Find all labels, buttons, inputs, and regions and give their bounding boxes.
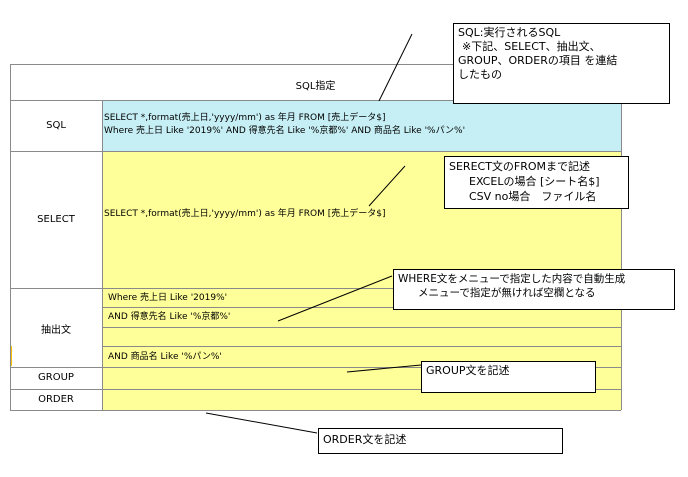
- grid-line: [10, 288, 621, 289]
- grid-line: [10, 64, 621, 65]
- grid-line: [10, 64, 11, 410]
- grid-line: [10, 100, 621, 101]
- note-where-line: WHERE文をメニューで指定した内容で自動生成: [398, 273, 626, 285]
- orange-left-mark: [10, 346, 12, 366]
- row-label-sql: SQL: [46, 120, 66, 131]
- row-label-group: GROUP: [38, 372, 74, 383]
- note-select: SERECT文のFROMまで記述 EXCELの場合 [シート名$] CSV no…: [444, 156, 629, 209]
- extract-line-4[interactable]: AND 商品名 Like '%パン%': [108, 352, 222, 362]
- grid-line: [103, 307, 621, 308]
- table-header: SQL指定: [295, 81, 336, 92]
- note-where-line: メニューで指定が無ければ空欄となる: [418, 287, 596, 299]
- extract-line-1[interactable]: Where 売上日 Like '2019%': [108, 293, 228, 303]
- grid-line: [10, 151, 621, 152]
- grid-line: [103, 327, 621, 328]
- note-group: GROUP文を記述: [421, 361, 596, 393]
- note-group-text: GROUP文を記述: [426, 364, 510, 377]
- note-select-line: CSV no場合 ファイル名: [469, 190, 597, 203]
- row-label-order: ORDER: [38, 394, 74, 405]
- note-order: ORDER文を記述: [318, 428, 563, 454]
- sql-cell-bg: [103, 101, 621, 151]
- grid-line: [621, 64, 622, 410]
- note-sql: SQL:実行されるSQL ※下記、SELECT、抽出文、 GROUP、ORDER…: [453, 23, 670, 104]
- row-label-extract: 抽出文: [41, 325, 71, 336]
- note-sql-line: GROUP、ORDERの項目 を連結: [458, 54, 618, 67]
- sql-value-line1[interactable]: SELECT *,format(売上日,'yyyy/mm') as 年月 FRO…: [104, 113, 386, 123]
- grid-line: [102, 100, 103, 410]
- note-sql-line: ※下記、SELECT、抽出文、: [462, 40, 601, 53]
- note-select-line: SERECT文のFROMまで記述: [449, 160, 591, 173]
- grid-line: [10, 367, 621, 368]
- grid-line: [10, 410, 621, 411]
- grid-line: [10, 389, 621, 390]
- sql-value-line2[interactable]: Where 売上日 Like '2019%' AND 得意先名 Like '%京…: [104, 126, 466, 136]
- extract-line-2[interactable]: AND 得意先名 Like '%京都%': [108, 312, 231, 322]
- note-where: WHERE文をメニューで指定した内容で自動生成 メニューで指定が無ければ空欄とな…: [393, 269, 675, 310]
- grid-line: [103, 346, 621, 347]
- note-select-line: EXCELの場合 [シート名$]: [469, 175, 600, 188]
- select-value[interactable]: SELECT *,format(売上日,'yyyy/mm') as 年月 FRO…: [104, 209, 386, 219]
- note-sql-line: SQL:実行されるSQL: [458, 26, 561, 39]
- note-sql-line: したもの: [458, 68, 502, 81]
- row-label-select: SELECT: [37, 214, 75, 225]
- note-order-text: ORDER文を記述: [323, 433, 407, 446]
